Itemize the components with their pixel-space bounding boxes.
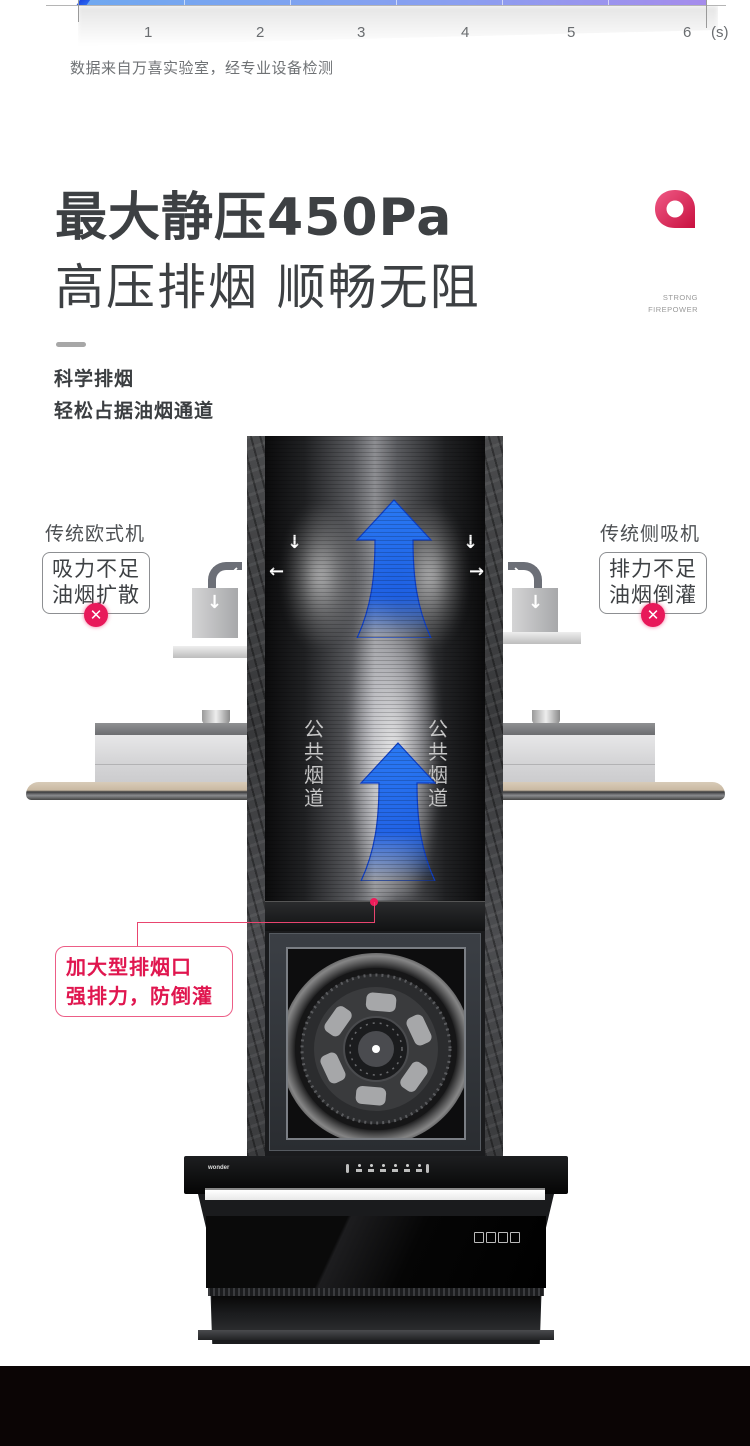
- right-arrow-icon: →: [505, 561, 521, 582]
- brand-logo-icon: [655, 190, 695, 228]
- pot-left: [202, 710, 230, 724]
- down-arrow-icon: ↓: [287, 532, 303, 553]
- data-source-note: 数据来自万喜实验室，经专业设备检测: [70, 59, 334, 77]
- strong-firepower-caption: STRONG FIREPOWER: [648, 293, 698, 314]
- stone-wall-left: [247, 436, 265, 1156]
- cross-icon: ✕: [641, 603, 665, 627]
- touch-button[interactable]: [402, 1162, 412, 1172]
- down-arrow-icon: ↓: [463, 532, 479, 553]
- section-divider: [56, 342, 86, 347]
- feature-icon: [510, 1232, 520, 1243]
- chart-axis-end: [706, 0, 707, 28]
- exhaust-pipe-left: [208, 562, 242, 590]
- public-flue-label-right: 公 共 烟 道: [428, 717, 448, 810]
- indicator-bar: [346, 1164, 349, 1173]
- callout-line-2: 强排力，防倒灌: [66, 984, 213, 1008]
- shaft-divider: [265, 901, 485, 931]
- left-case-title: 传统欧式机: [45, 523, 146, 545]
- up-arrow-icon: [359, 742, 437, 881]
- smoke-column: [345, 576, 441, 896]
- callout-leader: [137, 922, 138, 948]
- power-button[interactable]: [414, 1162, 424, 1172]
- footer-band: [0, 1366, 750, 1446]
- outlet-callout-box: 加大型排烟口 强排力，防倒灌: [55, 946, 233, 1017]
- range-hood-glass-panel: [206, 1216, 546, 1288]
- feature-icon: [486, 1232, 496, 1243]
- smoke-right: [395, 506, 465, 646]
- touch-button[interactable]: [378, 1162, 388, 1172]
- euro-hood-chimney: [192, 588, 238, 638]
- tick-label: 3: [357, 24, 366, 41]
- right-case-title: 传统侧吸机: [600, 523, 701, 545]
- product-brand: wonder: [208, 1165, 230, 1171]
- tick-label: 2: [256, 24, 265, 41]
- right-arrow-icon: →: [469, 561, 485, 582]
- chart-y-axis: [78, 0, 79, 22]
- feature-icons: [474, 1228, 522, 1247]
- stone-wall-right: [485, 436, 503, 1156]
- touch-button[interactable]: [354, 1162, 364, 1172]
- axis-unit: (s): [711, 24, 729, 41]
- cross-icon: ✕: [84, 603, 108, 627]
- tick-label: 1: [144, 24, 153, 41]
- down-arrow-icon: ↓: [528, 592, 544, 613]
- chart-area-bar: [78, 0, 706, 6]
- counter-top-right: [503, 723, 655, 735]
- intro-line-1: 科学排烟: [54, 368, 135, 390]
- floor-platform-left: [26, 782, 248, 800]
- callout-leader: [137, 922, 375, 923]
- left-arrow-icon: ←: [232, 561, 248, 582]
- side-hood-body: [512, 588, 558, 638]
- touch-button[interactable]: [390, 1162, 400, 1172]
- touch-button[interactable]: [366, 1162, 376, 1172]
- counter-top-left: [95, 723, 248, 735]
- feature-icon: [474, 1232, 484, 1243]
- pot-right: [532, 710, 560, 724]
- exhaust-outlet: [286, 947, 466, 1140]
- public-flue-label-left: 公 共 烟 道: [304, 717, 324, 810]
- tick-label: 6: [683, 24, 692, 41]
- range-hood-base: [198, 1330, 554, 1340]
- range-hood-control-strip: wonder: [184, 1156, 568, 1194]
- callout-leader: [374, 902, 375, 923]
- euro-hood-canopy: [173, 646, 248, 658]
- left-arrow-icon: ←: [269, 561, 285, 582]
- feature-icon: [498, 1232, 508, 1243]
- side-hood-canopy: [503, 632, 581, 644]
- indicator-bar: [426, 1164, 429, 1173]
- intro-line-2: 轻松占据油烟通道: [54, 400, 215, 422]
- up-arrow-icon: [355, 499, 433, 638]
- headline: 最大静压450Pa: [55, 188, 453, 248]
- range-hood-light: [205, 1188, 545, 1200]
- tick-label: 5: [567, 24, 576, 41]
- fan-wheel-icon: [288, 953, 464, 1138]
- chart-x-axis: [46, 5, 726, 6]
- range-hood-intake: [212, 1296, 540, 1330]
- floor-platform-right: [503, 782, 725, 800]
- chart-strip: 1 2 3 4 5 6 (s) 数据来自万喜实验室，经专业设备检测: [0, 0, 750, 90]
- flue-channel: 公 共 烟 道 公 共 烟 道 ↓ ← ↓ →: [265, 436, 485, 901]
- smoke-left: [285, 506, 355, 646]
- down-arrow-icon: ↓: [207, 592, 223, 613]
- chart-shadow: [78, 6, 718, 46]
- tick-label: 4: [461, 24, 470, 41]
- range-hood-intake-grille: [208, 1288, 544, 1296]
- subheadline: 高压排烟 顺畅无阻: [55, 259, 481, 316]
- public-flue-shaft: 公 共 烟 道 公 共 烟 道 ↓ ← ↓ →: [247, 436, 503, 1156]
- callout-line-1: 加大型排烟口: [66, 955, 192, 979]
- exhaust-pipe-right: [508, 562, 542, 590]
- exhaust-outlet-frame: [269, 933, 481, 1151]
